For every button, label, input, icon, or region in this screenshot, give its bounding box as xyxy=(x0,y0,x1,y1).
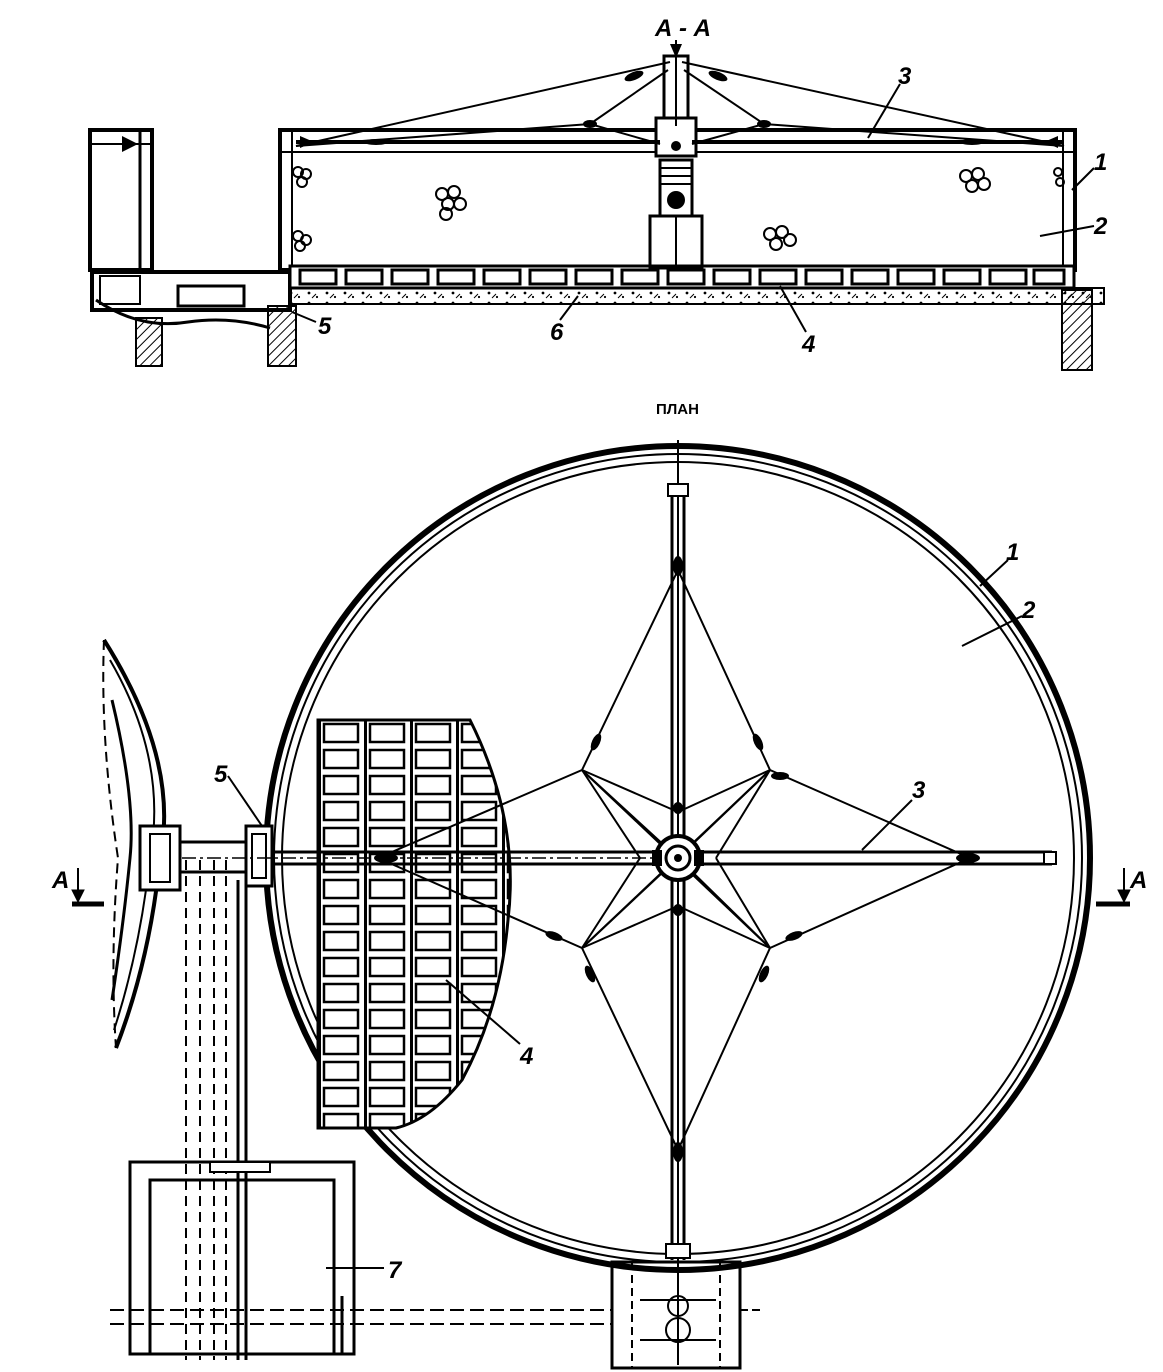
callout-plan-7: 7 xyxy=(388,1257,403,1284)
callout-section-4: 4 xyxy=(801,331,815,358)
side-chamber xyxy=(88,128,297,367)
callout-section-1: 1 xyxy=(1094,149,1107,176)
central-hub xyxy=(652,834,704,882)
support-pier-2 xyxy=(267,305,297,367)
biomass-clusters xyxy=(292,166,1065,252)
plan-view: ПЛАН xyxy=(51,401,1147,1370)
drain-pipes xyxy=(185,860,248,1360)
section-mark-left: А xyxy=(51,867,69,894)
cable-tensioners xyxy=(374,556,980,1162)
feed-pipe xyxy=(138,824,660,892)
lower-support xyxy=(610,1243,742,1370)
tank-section xyxy=(278,40,1105,371)
cable-truss-section xyxy=(295,61,1065,147)
section-cut-marks xyxy=(71,868,1131,907)
gravel-bed xyxy=(289,287,1105,305)
support-pier-3 xyxy=(1061,289,1093,371)
drainage-grate-cutaway xyxy=(316,718,512,1130)
drainage-grate-row xyxy=(298,268,1066,286)
support-pier-1 xyxy=(135,317,163,367)
callout-section-2: 2 xyxy=(1093,213,1108,240)
callout-section-5: 5 xyxy=(318,313,332,340)
callout-plan-5: 5 xyxy=(214,761,228,788)
section-mark-right: А xyxy=(1129,867,1147,894)
callout-section-6: 6 xyxy=(550,319,564,346)
callout-plan-2: 2 xyxy=(1021,597,1036,624)
callout-plan-1: 1 xyxy=(1006,539,1019,566)
callout-plan-4: 4 xyxy=(519,1043,533,1070)
callout-plan-3: 3 xyxy=(912,777,926,804)
outlet-chamber xyxy=(110,1160,760,1356)
callout-section-3: 3 xyxy=(898,63,912,90)
plan-title: ПЛАН xyxy=(656,401,699,418)
central-column xyxy=(648,40,704,270)
section-title: А - А xyxy=(654,15,711,42)
section-view: А - А xyxy=(88,15,1108,371)
